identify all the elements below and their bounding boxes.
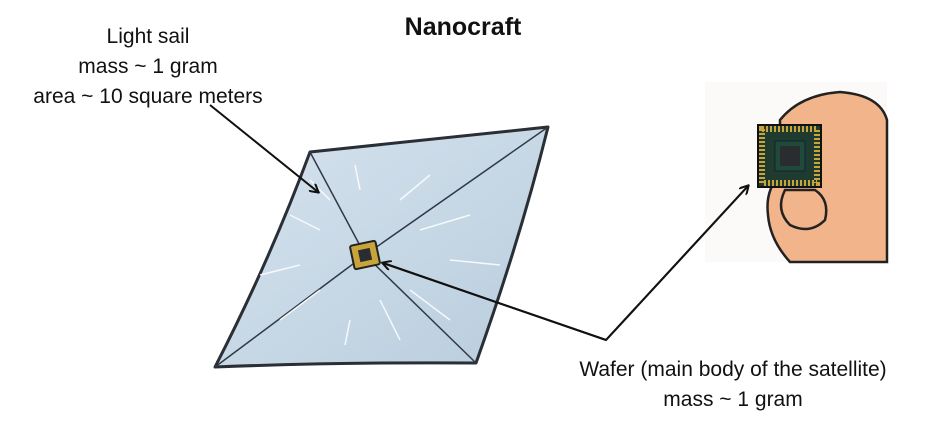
light-sail-label: Light sail mass ~ 1 gram area ~ 10 squar…: [0, 22, 296, 112]
sail-label-line-1: Light sail: [106, 25, 190, 48]
sail-arrow: [209, 104, 318, 192]
wafer-label-line-1: Wafer (main body of the satellite): [579, 358, 887, 381]
hand-holding-chip-image: [705, 82, 889, 264]
sail-label-line-2: mass ~ 1 gram: [78, 55, 218, 78]
wafer-label: Wafer (main body of the satellite) mass …: [540, 355, 926, 415]
diagram-title: Nanocraft: [404, 13, 522, 41]
sail-label-line-3: area ~ 10 square meters: [33, 85, 263, 108]
arrows: [209, 104, 748, 342]
light-sail: [213, 125, 550, 369]
wafer-label-line-2: mass ~ 1 gram: [663, 388, 803, 411]
wafer-chip: [349, 239, 381, 271]
